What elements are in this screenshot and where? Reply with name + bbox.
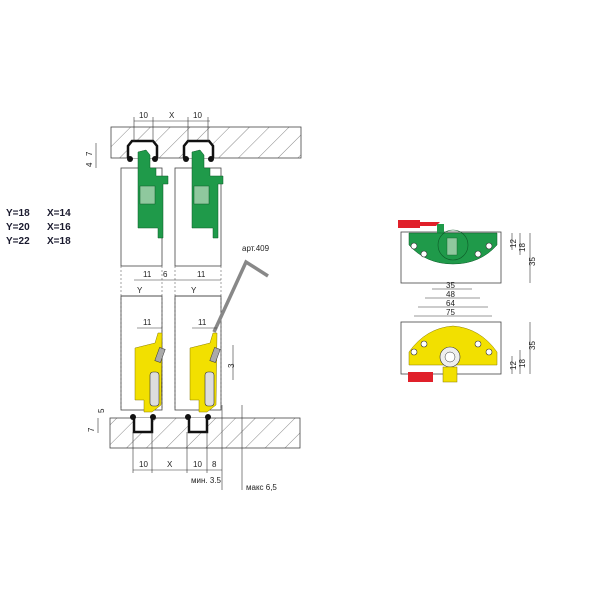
dim-mid-ya: Y — [137, 286, 143, 295]
legend-x3: X=18 — [47, 236, 71, 247]
top-guide-green — [137, 149, 224, 239]
floor-section — [109, 414, 301, 449]
dim-bot-x: X — [167, 460, 173, 469]
hex-key-icon: арт.409 — [212, 244, 270, 333]
size-legend: Y=18 X=14 Y=20 X=16 Y=22 X=18 — [6, 208, 71, 247]
dim-top-10a: 10 — [139, 111, 148, 120]
dim-mid-yb: Y — [191, 286, 197, 295]
left-dimensions: 10 X 10 7 4 11 6 11 Y Y 11 11 3 5 7 10 X… — [85, 111, 277, 492]
tool-label: арт.409 — [242, 244, 270, 253]
dim-low-11a: 11 — [143, 318, 152, 327]
dim-low-7: 7 — [87, 427, 96, 432]
dim-low-5: 5 — [97, 408, 106, 413]
dim-48: 48 — [446, 290, 455, 299]
dim-mid-6: 6 — [163, 270, 168, 279]
dim-r12-bot: 12 — [509, 361, 518, 370]
dim-bot-8: 8 — [212, 460, 217, 469]
dim-75: 75 — [446, 308, 455, 317]
dim-top-4: 4 — [85, 162, 94, 167]
dim-top-7: 7 — [85, 151, 94, 156]
front-view: 35 48 64 75 12 18 35 35 12 18 — [398, 220, 537, 383]
dim-r35-bot: 35 — [528, 341, 537, 350]
legend-y1: Y=18 — [6, 208, 30, 219]
dim-mid-11a: 11 — [143, 270, 152, 279]
dim-min: мин. 3.5 — [191, 476, 222, 485]
dim-mid-11b: 11 — [197, 270, 206, 279]
dim-bot-10a: 10 — [139, 460, 148, 469]
dim-r18-top: 18 — [518, 243, 527, 252]
door-panels — [120, 167, 222, 411]
dim-35w: 35 — [446, 281, 455, 290]
dim-low-11b: 11 — [198, 318, 207, 327]
dim-r35-top: 35 — [528, 257, 537, 266]
bottom-roller-yellow — [134, 332, 221, 413]
dim-low-3: 3 — [227, 363, 236, 368]
legend-x1: X=14 — [47, 208, 71, 219]
legend-x2: X=16 — [47, 222, 71, 233]
legend-y3: Y=22 — [6, 236, 30, 247]
legend-y2: Y=20 — [6, 222, 30, 233]
dim-top-x: X — [169, 111, 175, 120]
dim-r12-top: 12 — [509, 239, 518, 248]
dim-r18-bot: 18 — [518, 359, 527, 368]
dim-64: 64 — [446, 299, 455, 308]
dim-max: макс 6,5 — [246, 483, 277, 492]
dim-top-10b: 10 — [193, 111, 202, 120]
dim-bot-10b: 10 — [193, 460, 202, 469]
